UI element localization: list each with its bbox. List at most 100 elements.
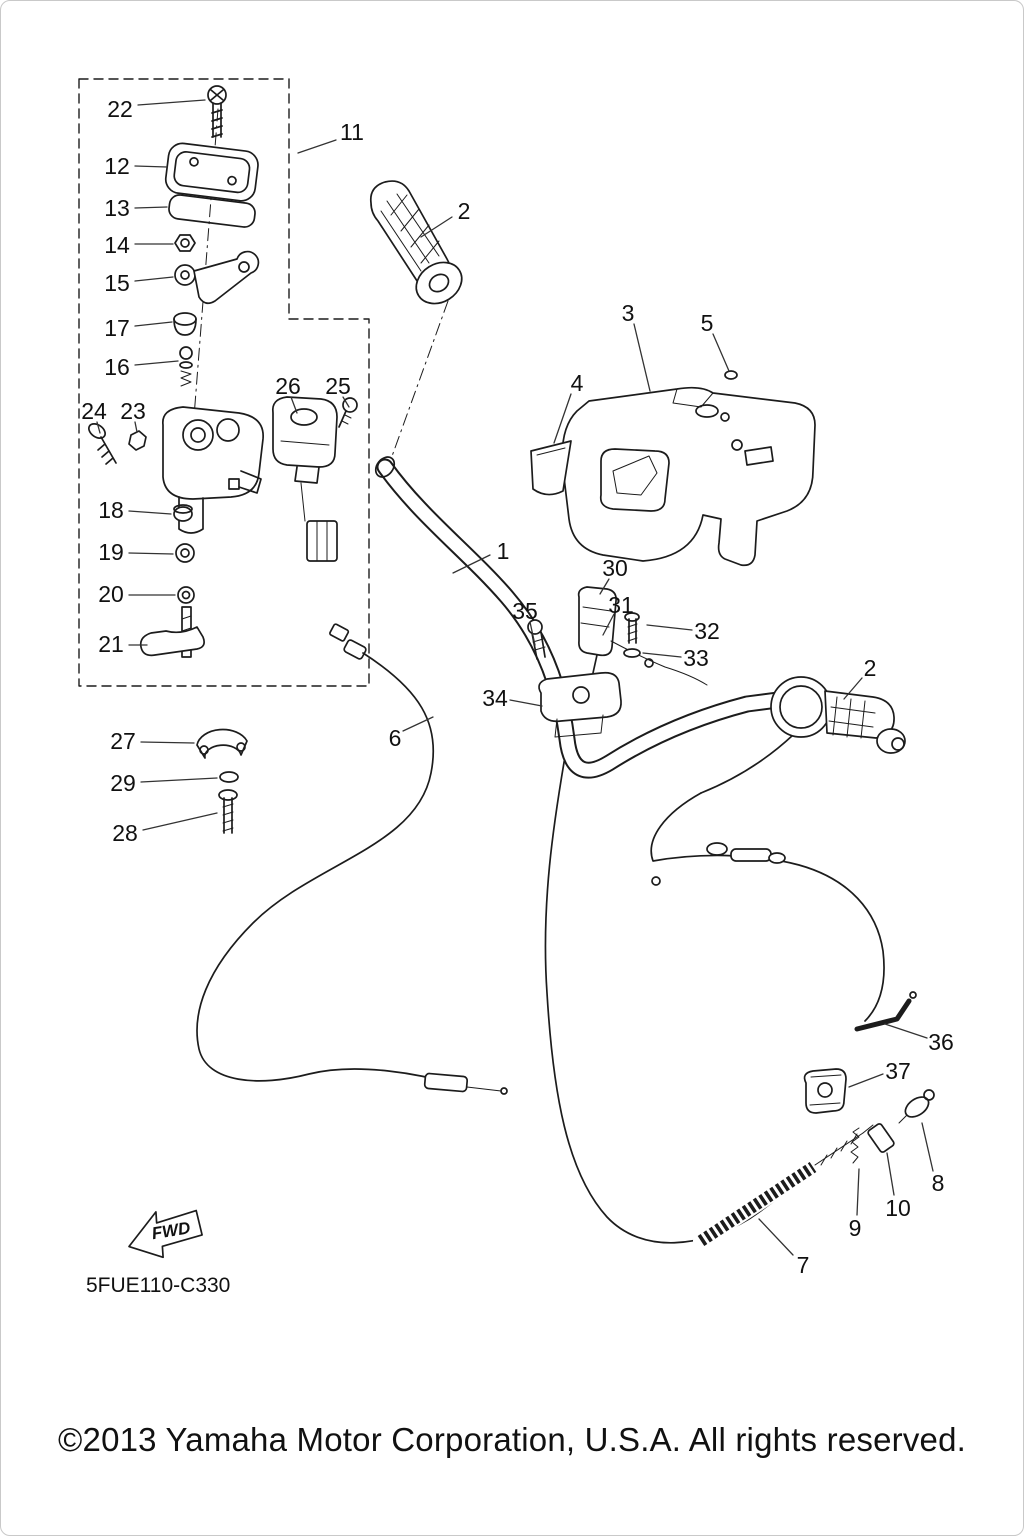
callout-33: 33 (683, 645, 709, 671)
callout-leader-16 (134, 360, 179, 366)
lever-pivot-bracket (193, 250, 260, 305)
callout-13: 13 (104, 195, 130, 221)
washer-20 (177, 586, 195, 604)
callout-21: 21 (98, 631, 124, 657)
copyright-text: ©2013 Yamaha Motor Corporation, U.S.A. A… (58, 1421, 966, 1458)
callout-leader-37 (848, 1073, 884, 1088)
callout-leader-13 (134, 206, 168, 209)
collar-10 (867, 1123, 895, 1153)
callout-12: 12 (104, 153, 130, 179)
callout-14: 14 (104, 232, 130, 258)
callout-leader-12 (134, 165, 168, 168)
callout-leader-10 (886, 1152, 895, 1196)
callout-leader-26 (290, 396, 298, 414)
callout-leader-23 (134, 421, 138, 433)
right-grip (770, 676, 906, 754)
callout-leader-18 (128, 510, 172, 515)
callout-18: 18 (98, 497, 124, 523)
washer-19 (175, 543, 195, 563)
callout-leader-33 (642, 652, 682, 658)
callout-2: 2 (458, 198, 471, 224)
screw-28 (218, 789, 238, 834)
cable-clamp-37 (803, 1068, 847, 1114)
piston-16 (179, 346, 193, 387)
screw-5 (724, 370, 738, 380)
callout-leader-32 (646, 624, 693, 631)
callout-19: 19 (98, 539, 124, 565)
diagram-code: 5FUE110-C330 (86, 1274, 230, 1297)
callout-leader-31 (602, 613, 615, 636)
callout-30: 30 (602, 555, 628, 581)
callout-32: 32 (694, 618, 720, 644)
master-cylinder-body (162, 406, 264, 534)
callout-leader-19 (128, 552, 174, 555)
callout-37: 37 (885, 1058, 911, 1084)
callout-leader-28 (142, 812, 218, 831)
spacer-18 (173, 504, 193, 522)
handlebar (374, 456, 802, 779)
callout-25: 25 (325, 373, 351, 399)
switch-30 (577, 586, 708, 686)
callout-27: 27 (110, 728, 136, 754)
callout-leader-6 (402, 716, 434, 732)
callout-20: 20 (98, 581, 124, 607)
cables (196, 623, 917, 1249)
callout-8: 8 (932, 1170, 945, 1196)
callout-1: 1 (497, 538, 510, 564)
nut-14 (174, 234, 196, 252)
washer-29 (219, 771, 239, 783)
bracket-34 (538, 671, 622, 738)
boot-17 (173, 312, 197, 336)
callout-leader-1 (452, 554, 491, 574)
exploded-view-boundary (78, 78, 370, 687)
callout-11: 11 (340, 119, 364, 145)
callout-leader-25 (342, 396, 350, 408)
callout-5: 5 (701, 310, 714, 336)
callout-29: 29 (110, 770, 136, 796)
connector (300, 482, 338, 562)
callout-4: 4 (571, 370, 584, 396)
callout-10: 10 (885, 1195, 911, 1221)
callout-23: 23 (120, 398, 146, 424)
callout-17: 17 (104, 315, 130, 341)
callout-7: 7 (797, 1252, 810, 1278)
callout-15: 15 (104, 270, 130, 296)
callout-2: 2 (864, 655, 877, 681)
clamp-27 (196, 728, 248, 759)
callout-36: 36 (928, 1029, 954, 1055)
nut-23 (128, 430, 147, 451)
callout-leader-3 (633, 323, 651, 392)
fwd-arrow: FWD (128, 1209, 203, 1259)
washer-15 (174, 264, 196, 286)
fitting-8 (898, 1089, 935, 1124)
callout-leader-11 (297, 139, 337, 154)
handlebar-cover (561, 386, 816, 567)
left-grip (369, 180, 463, 305)
screw-22 (207, 85, 227, 138)
callout-leader-2 (420, 216, 453, 238)
callout-leader-8 (921, 1122, 934, 1172)
callout-leader-35 (529, 621, 536, 646)
callout-3: 3 (622, 300, 635, 326)
callout-leader-17 (134, 321, 173, 327)
callout-9: 9 (849, 1215, 862, 1241)
callout-22: 22 (107, 96, 133, 122)
callout-leader-15 (134, 276, 174, 282)
callout-6: 6 (389, 725, 402, 751)
callout-leader-9 (856, 1168, 860, 1216)
callout-leader-7 (758, 1218, 794, 1256)
diaphragm-13 (168, 194, 256, 228)
spring-9 (850, 1127, 860, 1164)
screw-32 (624, 612, 640, 644)
lever-21 (139, 626, 205, 657)
callout-leader-24 (96, 421, 101, 434)
callout-26: 26 (275, 373, 301, 399)
callout-leader-4 (553, 393, 572, 444)
callout-leader-2 (843, 677, 863, 700)
callout-leader-36 (884, 1023, 928, 1039)
callout-24: 24 (81, 398, 107, 424)
construction-line (390, 300, 449, 460)
